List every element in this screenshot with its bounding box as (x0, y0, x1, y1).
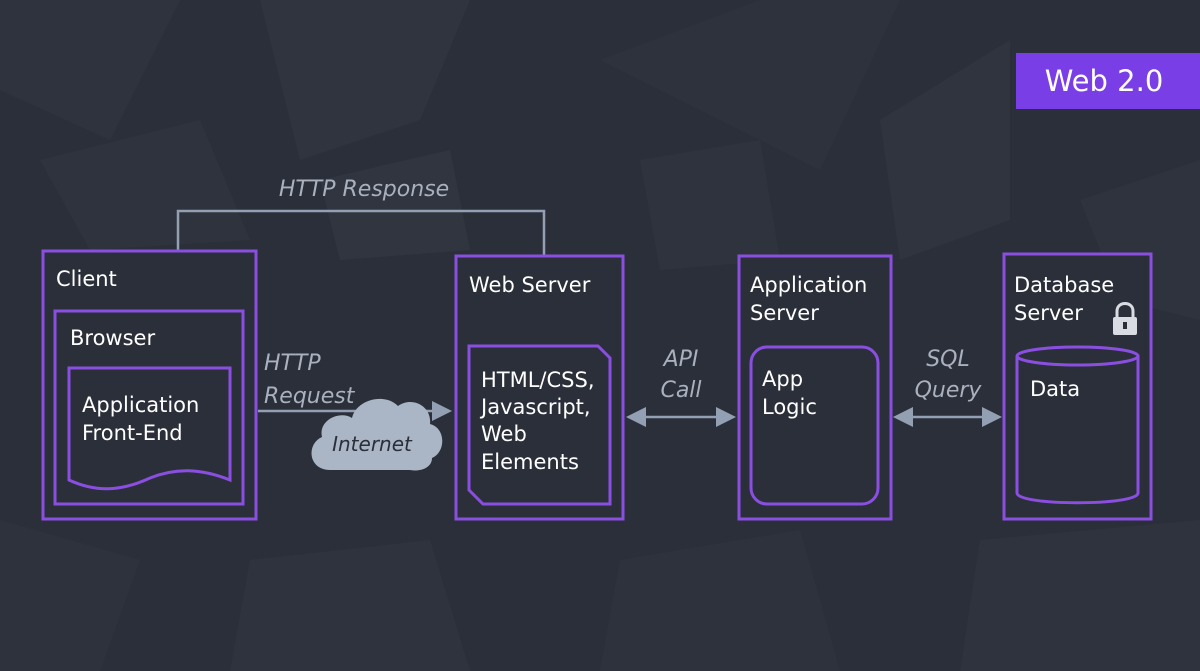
internet-cloud: Internet (311, 398, 443, 471)
data-label: Data (1030, 377, 1080, 401)
lock-icon (1113, 302, 1137, 335)
http-request-edge: HTTP Request (258, 351, 452, 421)
sql-query-edge: SQL Query (893, 347, 1002, 427)
app-logic-label-2: Logic (762, 395, 817, 419)
api-call-label-2: Call (660, 378, 701, 403)
web-files-line-4: Elements (481, 450, 579, 474)
web-server-label: Web Server (469, 273, 591, 297)
browser-label: Browser (70, 326, 155, 350)
app-logic-node: App Logic (749, 345, 880, 506)
app-logic-label-1: App (762, 367, 803, 391)
application-server-label-2: Server (750, 301, 819, 325)
application-server-label-1: Application (750, 273, 867, 297)
api-call-label-1: API (662, 347, 699, 372)
http-response-edge: HTTP Response (168, 177, 546, 300)
client-label: Client (56, 267, 117, 291)
web-files-line-1: HTML/CSS, (481, 368, 595, 392)
app-front-end-label-1: Application (82, 393, 199, 417)
http-response-label: HTTP Response (279, 177, 449, 202)
app-front-end-node: Application Front-End (67, 366, 232, 491)
internet-label: Internet (332, 432, 413, 456)
web-files-line-2: Javascript, (479, 395, 591, 419)
app-front-end-label-2: Front-End (82, 421, 183, 445)
sql-query-label-2: Query (915, 378, 983, 403)
http-request-label-2: Request (264, 384, 356, 409)
web-2-badge: Web 2.0 (1016, 53, 1200, 109)
database-server-label-1: Database (1014, 273, 1114, 297)
web-files-line-3: Web (481, 422, 527, 446)
api-call-edge: API Call (626, 347, 736, 427)
data-cylinder-node: Data (1015, 345, 1140, 505)
database-server-label-2: Server (1014, 301, 1083, 325)
sql-query-label-1: SQL (926, 347, 970, 372)
web-files-node: HTML/CSS, Javascript, Web Elements (467, 344, 612, 506)
http-request-label-1: HTTP (264, 351, 321, 376)
